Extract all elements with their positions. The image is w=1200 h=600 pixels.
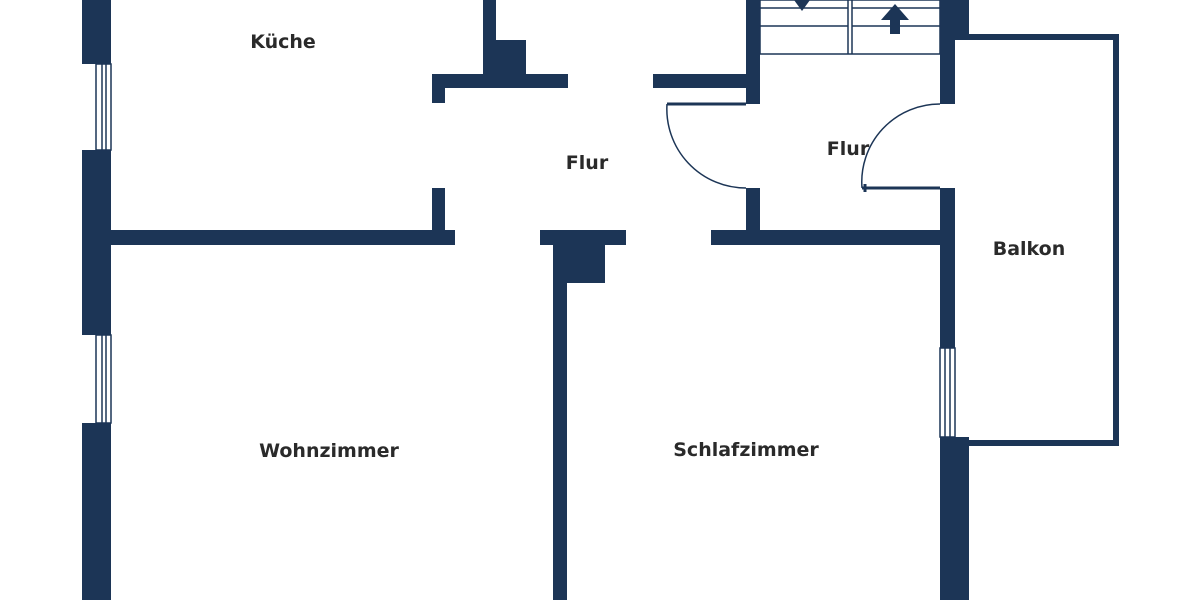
stairs-down-arrow-icon	[794, 0, 810, 11]
left-exterior-wall	[82, 0, 111, 600]
room-label-balcony: Balkon	[993, 238, 1066, 260]
hallway-door	[666, 102, 747, 189]
living-room-window	[95, 334, 112, 424]
balcony-outline	[955, 34, 1119, 446]
room-label-hallway-stair: Flur	[827, 138, 870, 160]
central-wall	[540, 230, 626, 600]
balcony-door-window	[939, 347, 956, 438]
room-label-living-room: Wohnzimmer	[259, 440, 399, 462]
room-label-kitchen: Küche	[250, 31, 316, 53]
kitchen-window	[95, 63, 112, 151]
stairs-up-arrow-icon	[881, 4, 909, 34]
room-label-hallway-main: Flur	[566, 152, 609, 174]
kitchen-walls	[111, 0, 568, 245]
room-label-bedroom: Schlafzimmer	[673, 439, 819, 461]
hallway-walls	[653, 0, 969, 600]
balcony-door	[861, 103, 941, 192]
staircase	[759, 0, 941, 55]
